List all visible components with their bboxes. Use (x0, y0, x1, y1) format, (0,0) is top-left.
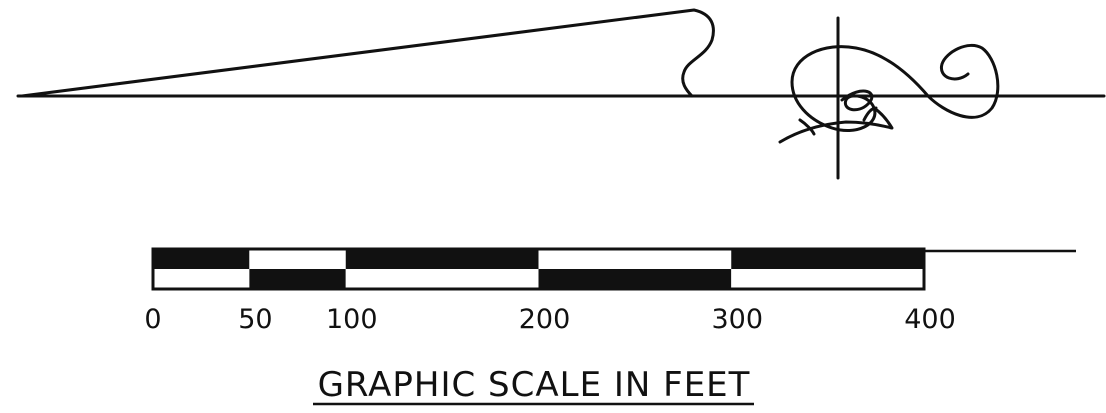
scale-segment-0-bottom (153, 269, 250, 289)
scale-segment-1-top (249, 249, 346, 269)
scale-tick-labels: 0 50 100 200 300 400 (144, 304, 955, 335)
scale-bar-outline (151, 247, 926, 291)
scale-segment-0-top (153, 249, 250, 269)
scale-segment-4-top (731, 249, 924, 269)
scale-bar (151, 247, 1076, 291)
scale-bar-segments (153, 249, 924, 289)
flourish-base (778, 106, 894, 144)
scale-segment-3-bottom (538, 269, 732, 289)
scale-title: GRAPHIC SCALE IN FEET (318, 365, 751, 405)
scale-segment-1-bottom (249, 269, 346, 289)
tick-label-0: 0 (144, 304, 161, 335)
tick-label-100: 100 (326, 304, 378, 335)
wedge-outline (20, 8, 715, 98)
flourish-loop (790, 43, 1000, 133)
scale-segment-2-bottom (345, 269, 539, 289)
scale-segment-3-top (538, 249, 732, 269)
tick-label-200: 200 (519, 304, 571, 335)
tick-label-50: 50 (238, 304, 272, 335)
pen-flourish (778, 16, 1000, 180)
scale-segment-4-bottom (731, 269, 924, 289)
tick-label-300: 300 (711, 304, 763, 335)
scale-segment-2-top (345, 249, 539, 269)
ornamental-rule (16, 8, 1106, 98)
tick-label-400: 400 (904, 304, 956, 335)
